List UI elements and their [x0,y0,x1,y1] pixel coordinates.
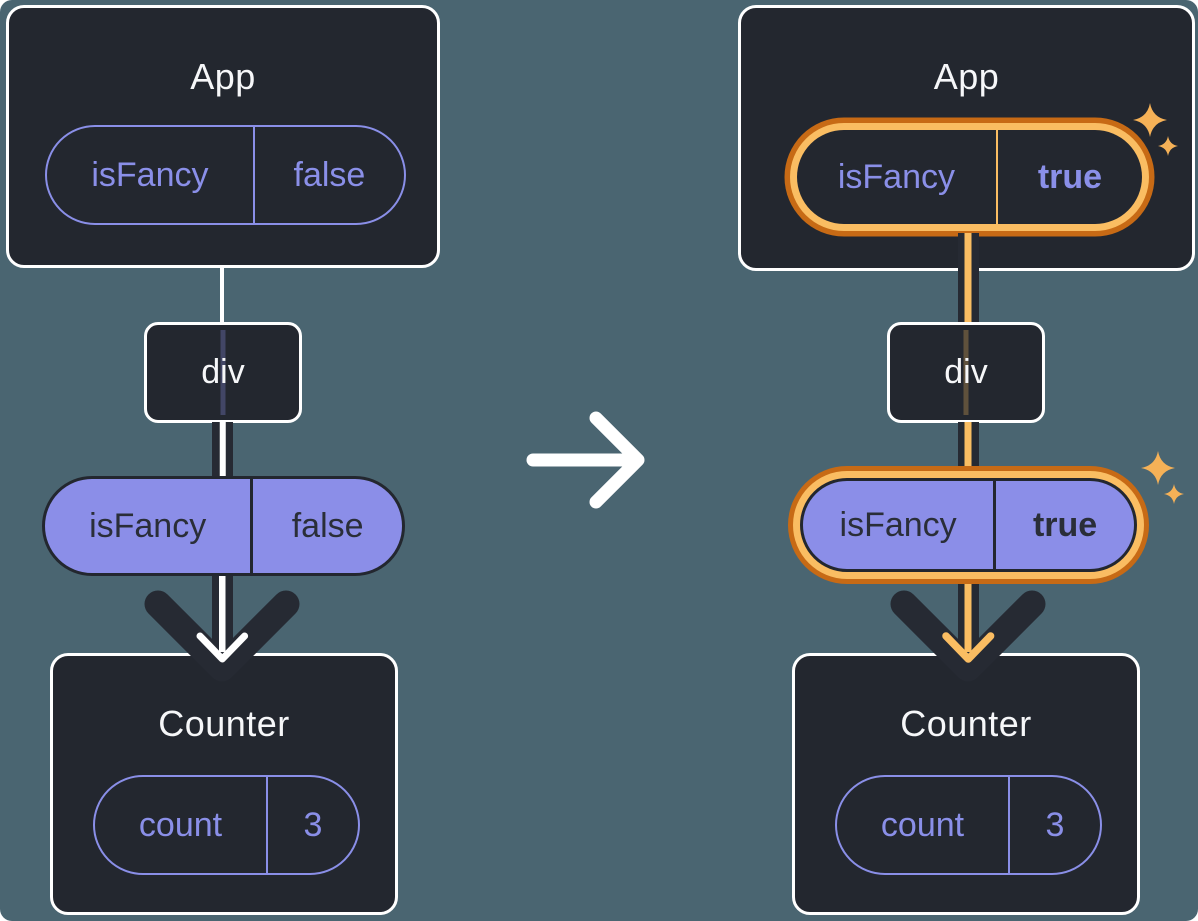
component-title: Counter [158,703,290,744]
component-title: App [933,56,1000,97]
div-label: div [944,353,988,391]
connector-bar [957,422,979,472]
connector-core [219,422,226,478]
div-label: div [201,353,245,391]
prop-name: isFancy [797,130,998,224]
sparkle-icon [1141,451,1175,485]
component-title: App [190,56,256,97]
div-element-box-before: div [144,322,302,423]
prop-value: false [291,506,364,545]
app-component-box-after: App isFancy true [738,5,1195,271]
connector-line [219,267,224,324]
passed-prop-pill: isFancy false [42,476,405,576]
passed-prop-pill-highlighted: isFancy true [800,478,1137,572]
prop-pill-highlighted: isFancy true [797,130,1142,224]
arrow-down-icon [144,576,300,682]
sparkle-icon [1164,484,1184,504]
prop-pass-through-line [220,330,226,415]
prop-name: isFancy [45,479,254,573]
state-value: 3 [303,805,323,844]
div-element-box-after: div [887,322,1045,423]
connector-core [964,422,972,472]
counter-component-box-after: Counter count 3 [792,653,1140,915]
prop-value: true [1032,505,1098,544]
app-component-box-before: App isFancy false [6,5,440,268]
prop-name: isFancy [803,481,997,569]
prop-value: true [1037,157,1103,196]
component-title: Counter [900,703,1032,744]
connector-bar [212,422,233,478]
connector-core [964,233,972,324]
state-pill: count 3 [835,775,1102,875]
arrow-down-icon [890,584,1046,682]
state-name: count [95,777,268,873]
counter-component-box-before: Counter count 3 [50,653,398,915]
prop-value: false [293,155,366,194]
state-value: 3 [1045,805,1065,844]
prop-pass-through-line [963,330,969,415]
sparkle-icon [1133,103,1167,137]
arrow-right-icon [526,411,645,509]
state-pill: count 3 [93,775,360,875]
state-name: count [837,777,1010,873]
prop-pill: isFancy false [45,125,406,225]
sparkle-icon [1158,136,1178,156]
connector-bar [957,233,979,324]
prop-name: isFancy [47,127,255,223]
